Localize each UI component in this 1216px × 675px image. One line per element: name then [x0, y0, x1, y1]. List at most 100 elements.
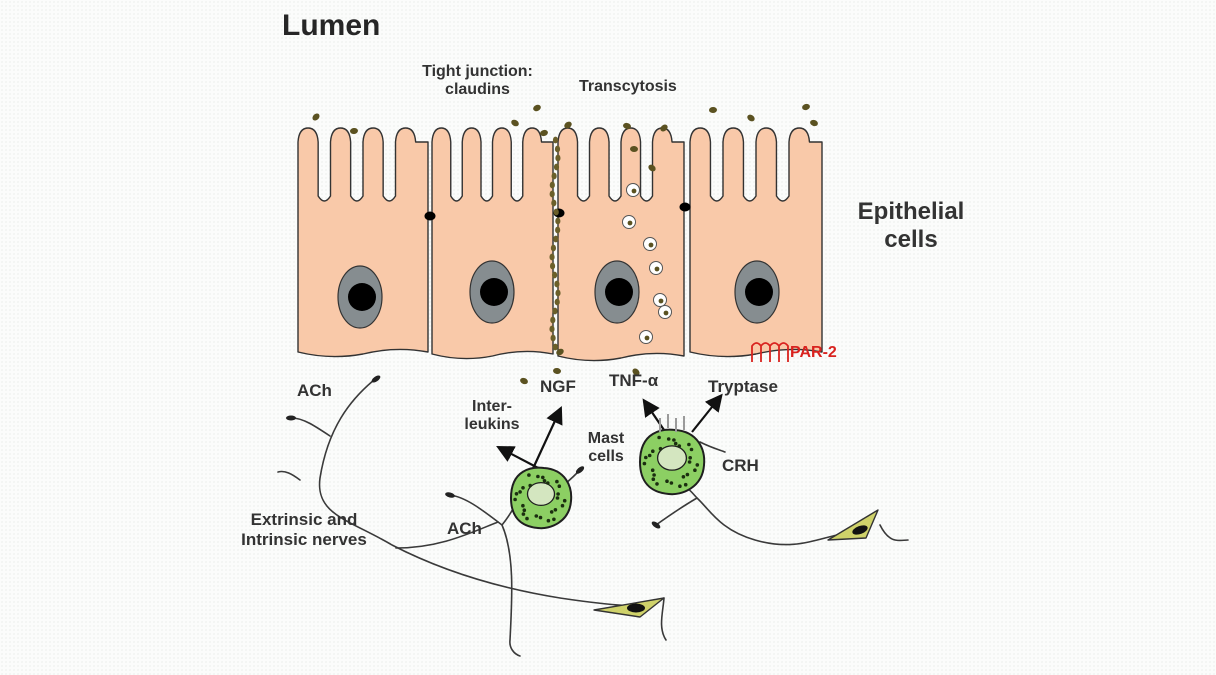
interleukins-label-line1: Inter- — [452, 398, 532, 416]
leak-particle — [549, 254, 554, 261]
tnf-alpha-label: TNF-α — [609, 371, 658, 391]
par2-label: PAR-2 — [790, 344, 837, 362]
cell-nucleolus-3 — [605, 278, 633, 306]
particle — [801, 103, 811, 111]
mast-cell-granule — [522, 512, 526, 516]
mast-cell-granule — [561, 504, 565, 508]
leak-particle — [554, 281, 559, 288]
tight-junction-3 — [680, 203, 691, 212]
leak-particle — [551, 245, 556, 252]
epithelial-layer — [298, 128, 822, 361]
nerve-ending — [286, 416, 296, 421]
mast-cell-granule — [513, 498, 517, 502]
mast-cell-granule — [554, 508, 558, 512]
vesicle-cargo — [632, 189, 637, 194]
leak-particle — [555, 299, 560, 306]
interleukins-label: Inter- leukins — [452, 398, 532, 435]
mast-cell-granule — [670, 481, 674, 485]
mast-cell-granule — [659, 447, 663, 451]
mast-cell-granule — [556, 492, 560, 496]
leak-particle — [550, 191, 555, 198]
cell-nucleolus-2 — [480, 278, 508, 306]
arrow-tnf-alpha — [645, 402, 664, 430]
particle — [510, 118, 520, 127]
mast-cell-granule — [648, 454, 652, 458]
leak-particle — [554, 164, 559, 171]
mast-cell-granule — [651, 468, 655, 472]
mast-cell-granule — [515, 492, 519, 496]
leak-particle — [555, 155, 560, 162]
leak-particle — [552, 308, 557, 315]
leak-particle — [549, 326, 554, 333]
mast-cells-label: Mast cells — [576, 430, 636, 467]
leak-particle — [555, 290, 560, 297]
mast-cell-granule — [688, 456, 692, 460]
transcytosis-label: Transcytosis — [579, 78, 677, 96]
mast-cell-granule — [543, 479, 547, 483]
mast-cell-granule — [678, 484, 682, 488]
epithelial-cell-2 — [432, 128, 553, 359]
mast-cell-granule — [665, 479, 669, 483]
mast-cell-granule — [657, 436, 661, 440]
leak-particle — [550, 263, 555, 270]
leak-particle — [555, 227, 560, 234]
mast-cell-granule — [667, 437, 671, 441]
mast-cell-granule — [678, 444, 682, 448]
nerve-fiber-2 — [292, 418, 330, 436]
mast-cell-granule — [546, 481, 550, 485]
particle — [350, 127, 359, 134]
mast-cell-granule — [550, 510, 554, 514]
leak-particle — [552, 272, 557, 279]
mast-cell-granule — [521, 504, 525, 508]
mast-cell-granule — [644, 456, 648, 460]
epithelial-label-line2: cells — [836, 226, 986, 254]
particle — [532, 104, 542, 113]
epithelial-cell-3 — [558, 128, 684, 361]
nerves-label-line1: Extrinsic and — [219, 510, 389, 530]
vesicle-cargo — [645, 336, 650, 341]
mast-cell-granule — [652, 473, 656, 477]
mast-cell-granule — [518, 490, 522, 494]
particle — [746, 113, 756, 122]
mast-cell-granule — [684, 483, 688, 487]
mast-cell-granule — [688, 460, 692, 464]
tight-junction-label: Tight junction: claudins — [405, 63, 550, 100]
interleukins-label-line2: leukins — [452, 416, 532, 434]
mast-cell-granule — [655, 482, 659, 486]
mast-cell-granule — [525, 517, 529, 521]
mast-cell-granule — [555, 480, 559, 484]
mast-cell-granule — [672, 438, 676, 442]
particle — [553, 368, 562, 375]
particle — [809, 119, 818, 127]
epithelial-label-line1: Epithelial — [836, 198, 986, 226]
particle — [519, 377, 529, 386]
nerve-fiber-11 — [656, 498, 697, 525]
leak-particle — [550, 335, 555, 342]
nerves-label-line2: Intrinsic nerves — [219, 530, 389, 550]
mast-cell-granule — [651, 449, 655, 453]
tryptase-label: Tryptase — [708, 377, 778, 397]
mast-cell-granule — [563, 499, 567, 503]
vesicle-cargo — [655, 267, 660, 272]
mast-cell-granule — [556, 496, 560, 500]
leak-particle — [550, 317, 555, 324]
leak-particle — [551, 200, 556, 207]
ach-upper-label: ACh — [297, 381, 332, 401]
nerve-fiber-9 — [662, 598, 666, 640]
mast-cells-label-line2: cells — [576, 448, 636, 466]
tight-junction-1 — [425, 212, 436, 221]
vesicle-cargo — [649, 243, 654, 248]
mast-cell-granule — [693, 468, 697, 472]
ganglion-nucleus-1 — [627, 604, 645, 613]
arrow-tryptase — [692, 397, 720, 432]
mast-cell-granule — [552, 518, 556, 522]
mast-cell-granule — [674, 442, 678, 446]
ganglion-cell-2 — [828, 510, 878, 540]
mast-cell-granule — [539, 516, 543, 520]
epithelial-cells-label: Epithelial cells — [836, 198, 986, 253]
mast-cell-granule — [652, 477, 656, 481]
vesicle-cargo — [664, 311, 669, 316]
particle — [311, 112, 321, 122]
